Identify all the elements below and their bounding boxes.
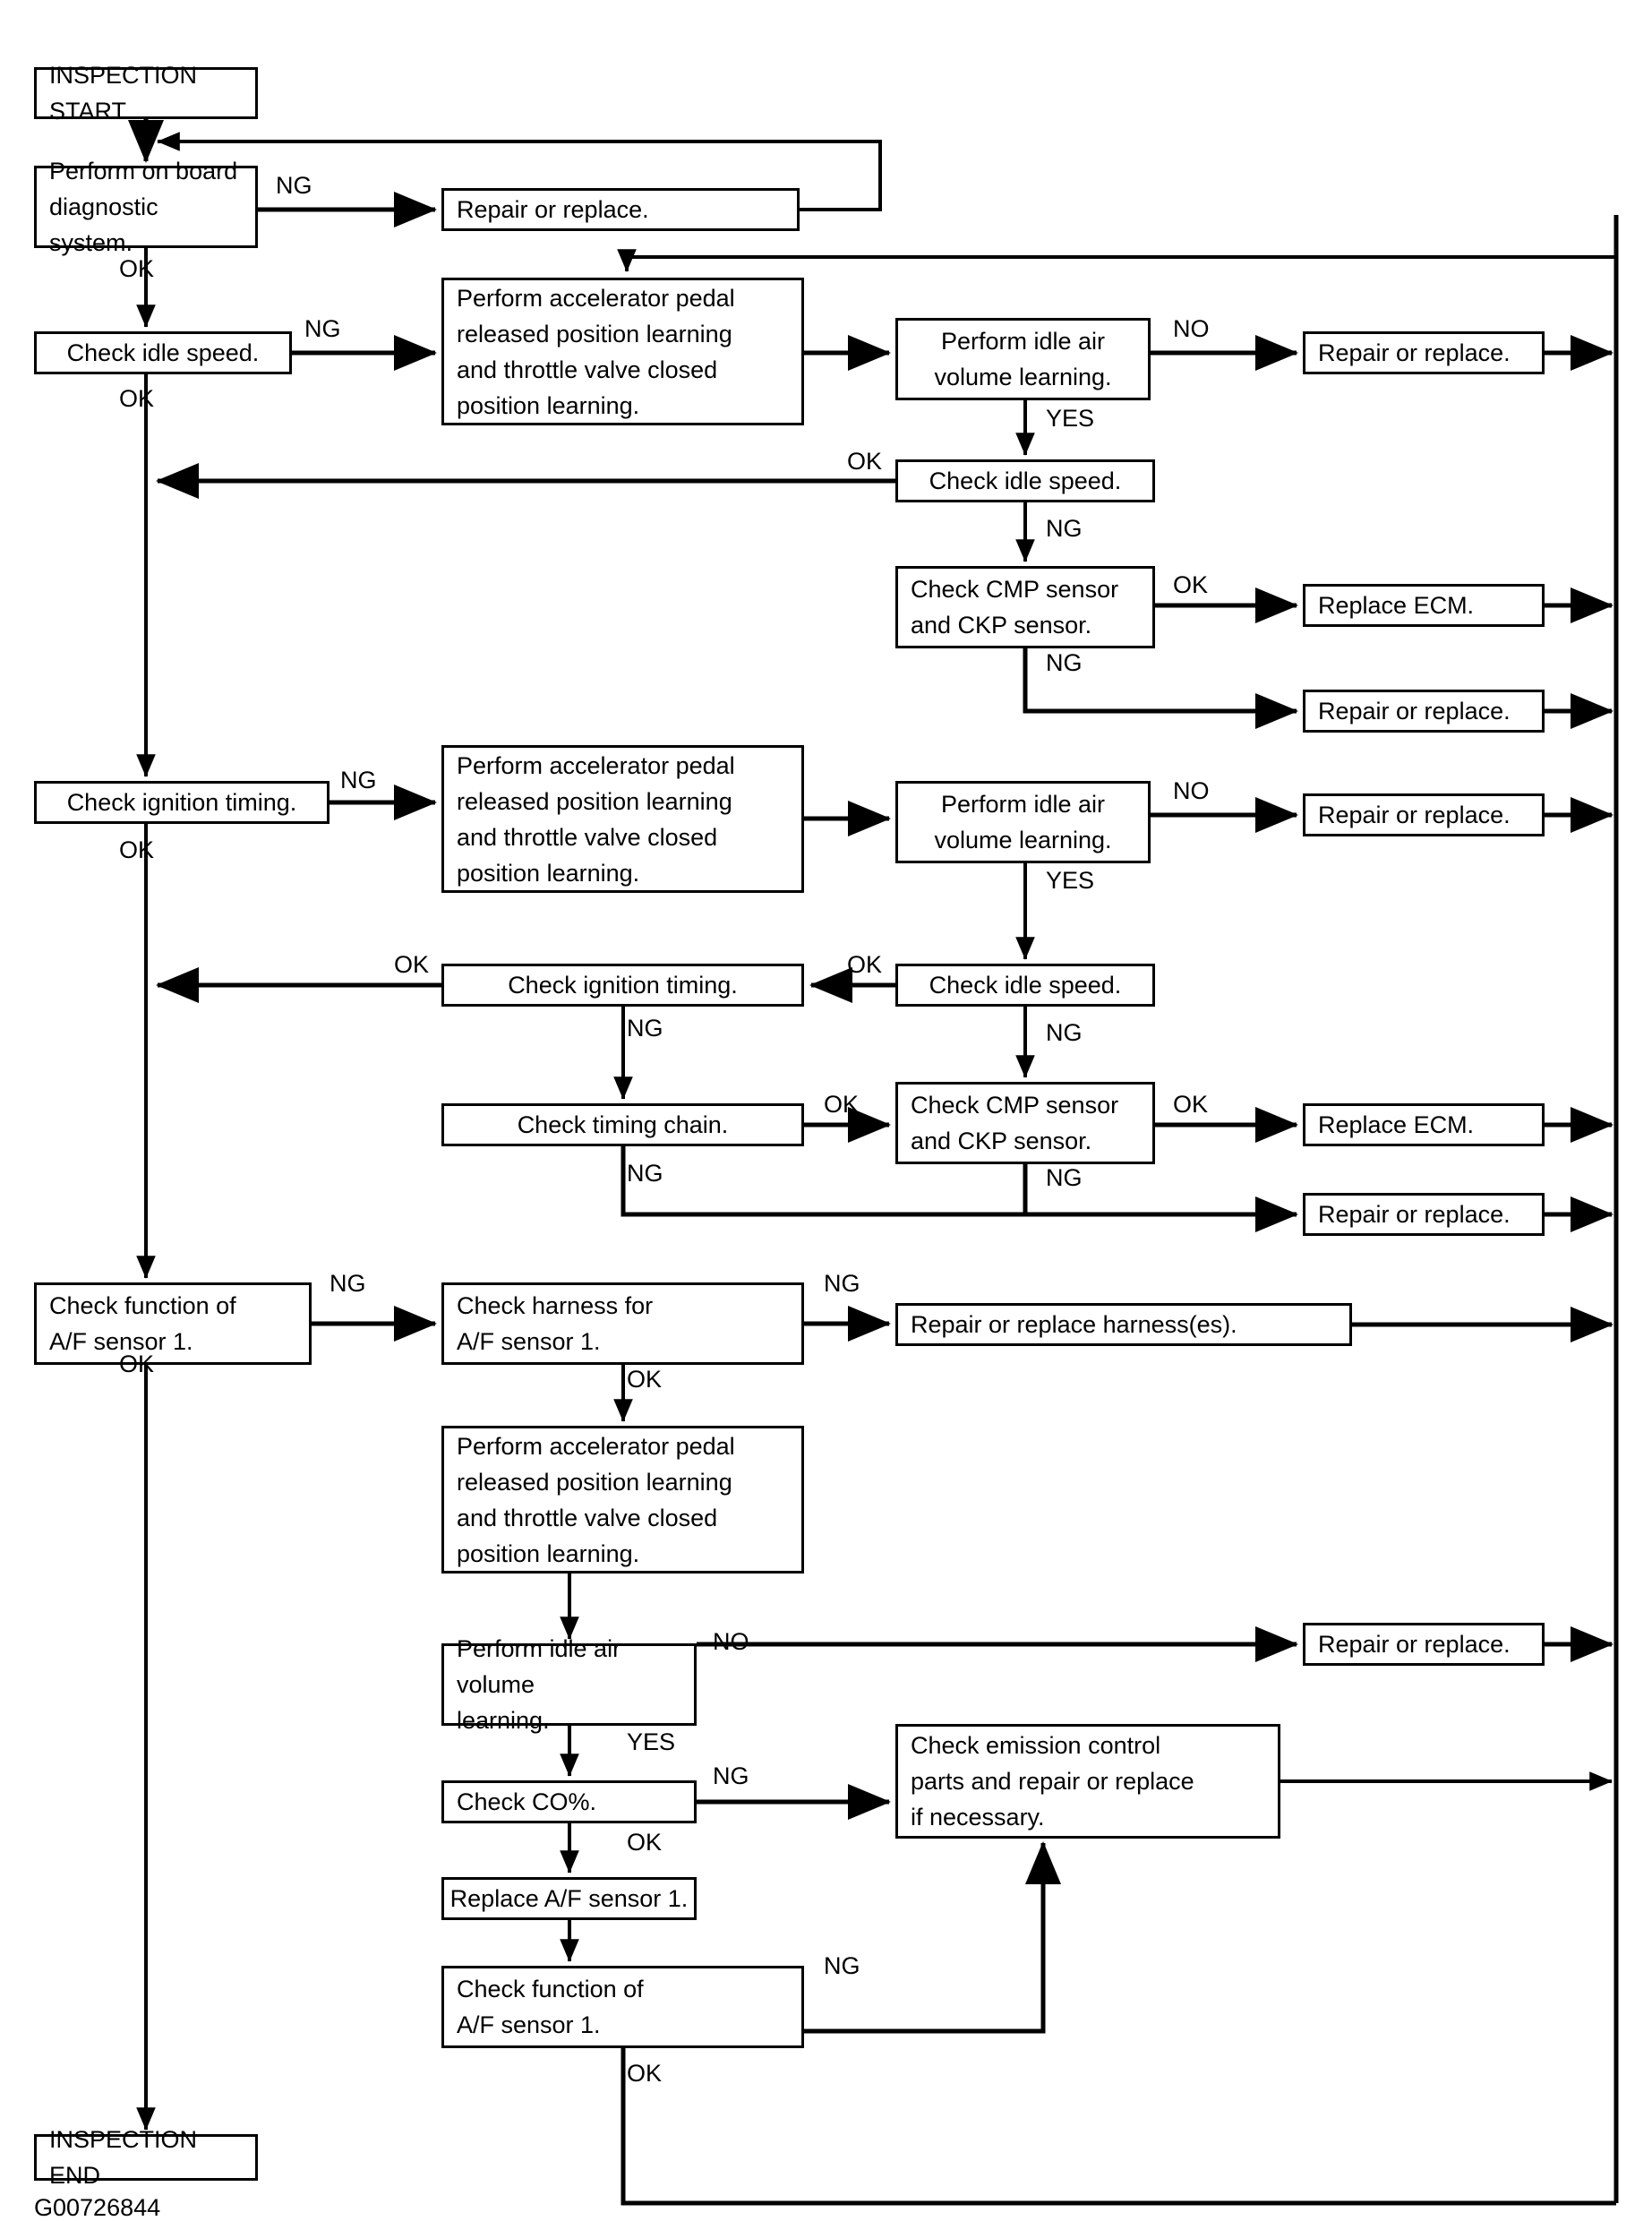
edge-label-yes-air-1: YES: [1046, 405, 1095, 432]
node-repair-or-replace-5[interactable]: Repair or replace.: [1303, 1193, 1545, 1236]
node-label: Perform accelerator pedal released posit…: [457, 1432, 735, 1567]
node-repair-or-replace-2[interactable]: Repair or replace.: [1303, 331, 1545, 374]
edge-label-ok-harness: OK: [627, 1366, 663, 1393]
node-label: Check ignition timing.: [508, 972, 738, 999]
node-label: Repair or replace.: [1318, 339, 1511, 366]
node-check-idle-speed-2[interactable]: Check idle speed.: [895, 459, 1155, 502]
node-check-idle-speed-3[interactable]: Check idle speed.: [895, 964, 1155, 1007]
node-repair-or-replace-harness[interactable]: Repair or replace harness(es).: [895, 1303, 1352, 1346]
node-repair-or-replace-6[interactable]: Repair or replace.: [1303, 1623, 1545, 1666]
node-label: Replace ECM.: [1318, 1111, 1475, 1138]
edge-label-ng-chain: NG: [627, 1160, 663, 1187]
edge-label-ok-idle-2: OK: [847, 448, 883, 475]
edge-label-ok-cmp-1: OK: [1173, 571, 1209, 598]
node-label: Check function of A/F sensor 1.: [457, 1976, 644, 2038]
node-label: Perform accelerator pedal released posit…: [457, 284, 735, 419]
node-label: Repair or replace.: [1318, 698, 1511, 725]
edge-label-ok-ign-1: OK: [119, 836, 155, 863]
edge-label-ng-idle-2: NG: [1046, 515, 1083, 542]
edge-label-ok-co: OK: [627, 1829, 663, 1856]
node-perform-obd[interactable]: Perform on board diagnostic system.: [34, 158, 258, 256]
node-check-cmp-ckp-sensor-2[interactable]: Check CMP sensor and CKP sensor.: [895, 1082, 1155, 1164]
node-label: Perform on board diagnostic system.: [49, 158, 238, 256]
node-label: Repair or replace.: [1318, 1201, 1511, 1228]
node-label: Check idle speed.: [929, 972, 1122, 999]
node-label: Check harness for A/F sensor 1.: [457, 1292, 654, 1355]
node-idle-air-volume-learning-3[interactable]: Perform idle air volume learning.: [441, 1635, 697, 1734]
node-replace-af-sensor-1[interactable]: Replace A/F sensor 1.: [441, 1877, 697, 1920]
node-repair-or-replace-1[interactable]: Repair or replace.: [441, 188, 800, 231]
node-repair-or-replace-4[interactable]: Repair or replace.: [1303, 793, 1545, 836]
node-label: Check CMP sensor and CKP sensor.: [911, 1092, 1119, 1154]
edge-label-ng-ign-2: NG: [627, 1015, 663, 1042]
node-idle-air-volume-learning-2[interactable]: Perform idle air volume learning.: [895, 781, 1151, 863]
node-check-ignition-timing-1[interactable]: Check ignition timing.: [34, 781, 330, 824]
edge-label-ok-idle-1: OK: [119, 385, 155, 412]
node-label: Check CO%.: [457, 1788, 597, 1815]
edge-label-ng-af-fn-1: NG: [330, 1270, 366, 1297]
node-label: Repair or replace.: [457, 196, 649, 223]
node-label: Check CMP sensor and CKP sensor.: [911, 576, 1119, 639]
node-label: Repair or replace.: [1318, 1631, 1511, 1658]
edge-label-ok-af-fn-1: OK: [119, 1351, 155, 1377]
edge-label-ng-co: NG: [713, 1762, 749, 1789]
node-check-af-sensor-function-1[interactable]: Check function of A/F sensor 1.: [34, 1282, 312, 1365]
edge-label-no-air-3: NO: [713, 1628, 749, 1655]
edge-label-ng-cmp-2: NG: [1046, 1164, 1083, 1191]
node-label: Check emission control parts and repair …: [911, 1732, 1194, 1831]
edge-label-ng-cmp-1: NG: [1046, 649, 1083, 676]
node-check-idle-speed-1[interactable]: Check idle speed.: [34, 331, 292, 374]
node-inspection-start[interactable]: INSPECTION START: [34, 62, 258, 124]
edge-label-ng-ign-1: NG: [340, 767, 377, 793]
node-label: Check function of A/F sensor 1.: [49, 1292, 236, 1355]
node-idle-air-volume-learning-1[interactable]: Perform idle air volume learning.: [895, 318, 1151, 400]
node-check-cmp-ckp-sensor-1[interactable]: Check CMP sensor and CKP sensor.: [895, 566, 1155, 648]
node-label: Check ignition timing.: [66, 789, 297, 816]
edge-label-ok-obd: OK: [119, 255, 155, 282]
node-check-co-percent[interactable]: Check CO%.: [441, 1780, 697, 1823]
edge-label-ng-obd: NG: [276, 172, 312, 199]
node-label: Check timing chain.: [517, 1111, 729, 1138]
node-check-af-sensor-harness[interactable]: Check harness for A/F sensor 1.: [441, 1282, 804, 1365]
edge-label-no-air-2: NO: [1173, 777, 1210, 804]
edge-label-ng-idle-3: NG: [1046, 1019, 1083, 1046]
node-replace-ecm-1[interactable]: Replace ECM.: [1303, 584, 1545, 627]
node-label: Check idle speed.: [929, 467, 1122, 494]
node-label: INSPECTION END: [49, 2126, 198, 2189]
node-inspection-end[interactable]: INSPECTION END: [34, 2126, 258, 2189]
edge-label-ng-harness: NG: [824, 1270, 860, 1297]
node-label: Repair or replace.: [1318, 802, 1511, 828]
node-label: Check idle speed.: [66, 339, 260, 366]
node-label: Perform idle air volume learning.: [457, 1635, 621, 1734]
edge-label-yes-air-3: YES: [627, 1728, 676, 1755]
node-label: Perform idle air volume learning.: [934, 328, 1112, 390]
edge-label-ok-chain: OK: [824, 1091, 860, 1118]
node-label: Replace ECM.: [1318, 592, 1475, 619]
edge-label-ng-af-fn-2: NG: [824, 1952, 860, 1979]
edge-label-ok-ign-2: OK: [394, 951, 430, 978]
node-pedal-throttle-learning-1[interactable]: Perform accelerator pedal released posit…: [441, 278, 804, 425]
figure-id-label: G00726844: [34, 2194, 161, 2221]
node-label: Perform idle air volume learning.: [934, 791, 1112, 853]
edge-label-ok-cmp-2: OK: [1173, 1091, 1209, 1118]
node-replace-ecm-2[interactable]: Replace ECM.: [1303, 1103, 1545, 1146]
node-repair-or-replace-3[interactable]: Repair or replace.: [1303, 690, 1545, 733]
node-label: INSPECTION START: [49, 62, 198, 124]
node-check-timing-chain[interactable]: Check timing chain.: [441, 1103, 804, 1146]
node-check-ignition-timing-2[interactable]: Check ignition timing.: [441, 964, 804, 1007]
edge-label-yes-air-2: YES: [1046, 867, 1095, 894]
edge-label-ok-idle-3: OK: [847, 951, 883, 978]
node-pedal-throttle-learning-2[interactable]: Perform accelerator pedal released posit…: [441, 745, 804, 893]
node-label: Perform accelerator pedal released posit…: [457, 751, 735, 887]
node-check-emission-control-parts[interactable]: Check emission control parts and repair …: [895, 1724, 1280, 1839]
edge-label-ng-idle-1: NG: [304, 315, 341, 342]
node-check-af-sensor-function-2[interactable]: Check function of A/F sensor 1.: [441, 1966, 804, 2048]
node-pedal-throttle-learning-3[interactable]: Perform accelerator pedal released posit…: [441, 1426, 804, 1574]
node-label: Replace A/F sensor 1.: [449, 1885, 689, 1912]
edge-label-no-air-1: NO: [1173, 315, 1210, 342]
node-label: Repair or replace harness(es).: [911, 1311, 1237, 1338]
edge-label-ok-af-fn-2: OK: [627, 2060, 663, 2087]
